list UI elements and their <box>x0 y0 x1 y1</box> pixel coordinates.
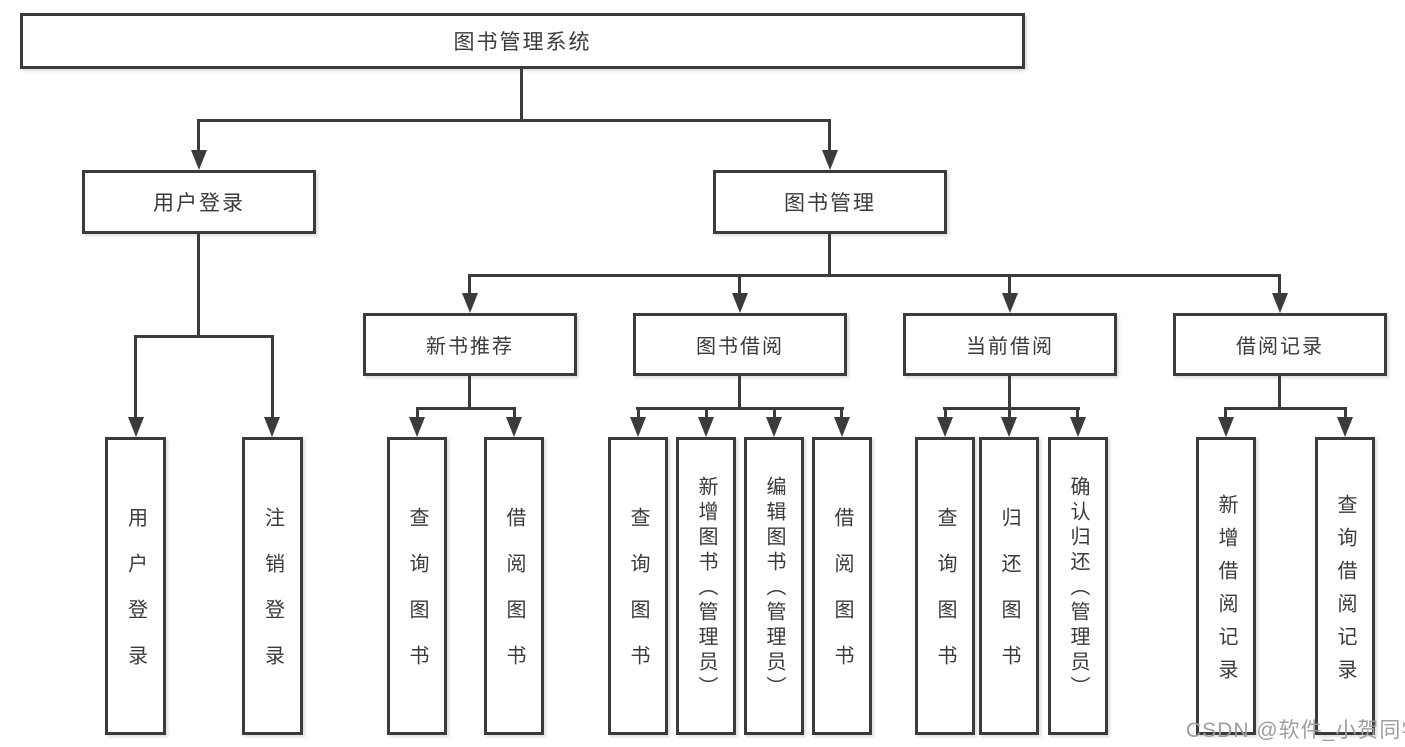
connector-nbr-stub <box>468 376 471 410</box>
leaf-bb-add-books-admin: 新增图书（管理员） <box>676 437 736 735</box>
leaf-bb-edit-books-admin: 编辑图书（管理员） <box>744 437 804 735</box>
node-book-management-label: 图书管理 <box>784 192 876 215</box>
leaf-nbr-borrow-books: 借阅图书 <box>484 437 544 735</box>
connector-user-login-stub <box>197 234 200 338</box>
connector-nbr-split <box>416 407 516 410</box>
connector-br-stub <box>1278 376 1281 410</box>
arrowhead-cb-confirm <box>1070 417 1086 437</box>
node-user-login-label: 用户登录 <box>153 192 245 215</box>
connector-root-split <box>197 119 831 122</box>
connector-to-cb-return <box>1008 407 1011 421</box>
node-book-management: 图书管理 <box>713 170 947 234</box>
connector-to-br-query <box>1344 407 1347 421</box>
connector-to-nbr-query <box>416 407 419 421</box>
connector-user-login-split <box>134 335 274 338</box>
connector-to-current-borrowing <box>1008 274 1011 299</box>
arrowhead-nbr-borrow <box>506 417 522 437</box>
leaf-bb-borrow-books-label: 借阅图书 <box>831 507 853 691</box>
connector-br-split <box>1224 407 1347 410</box>
node-root-label: 图书管理系统 <box>453 31 592 54</box>
leaf-bb-query-books: 查询图书 <box>608 437 668 735</box>
leaf-logout-label: 注销登录 <box>261 507 284 691</box>
connector-root-stub <box>520 69 523 122</box>
node-borrowing-records: 借阅记录 <box>1173 313 1387 376</box>
leaf-cb-query-books-label: 查询图书 <box>934 507 956 691</box>
arrowhead-nbr-query <box>409 417 425 437</box>
node-new-book-recommend: 新书推荐 <box>363 313 577 376</box>
leaf-cb-confirm-return-admin: 确认归还（管理员） <box>1048 437 1108 735</box>
leaf-cb-confirm-return-admin-label: 确认归还（管理员） <box>1067 476 1089 701</box>
arrowhead-bb-borrow <box>834 417 850 437</box>
arrowhead-cb-return <box>1001 417 1017 437</box>
leaf-nbr-borrow-books-label: 借阅图书 <box>503 507 525 691</box>
leaf-br-query-record-label: 查询借阅记录 <box>1334 493 1356 692</box>
connector-to-book-management <box>828 119 831 153</box>
arrowhead-book-borrowing <box>732 293 748 313</box>
arrowhead-bb-query <box>630 417 646 437</box>
connector-to-cb-confirm <box>1076 407 1079 421</box>
node-borrowing-records-label: 借阅记录 <box>1236 336 1324 358</box>
node-user-login: 用户登录 <box>82 170 316 234</box>
connector-cb-stub <box>1008 376 1011 410</box>
arrowhead-new-book-recommend <box>462 293 478 313</box>
arrowhead-bb-add <box>698 417 714 437</box>
connector-to-bb-query <box>637 407 640 421</box>
leaf-cb-query-books: 查询图书 <box>915 437 975 735</box>
node-book-borrowing: 图书借阅 <box>633 313 847 376</box>
connector-to-bb-edit <box>773 407 776 421</box>
node-new-book-recommend-label: 新书推荐 <box>426 336 514 358</box>
connector-to-bb-borrow <box>840 407 843 421</box>
connector-cb-split <box>943 407 1080 410</box>
connector-book-mgmt-stub <box>828 234 831 277</box>
arrowhead-leaf-logout <box>264 417 280 437</box>
leaf-user-login: 用户登录 <box>105 437 166 735</box>
connector-to-leaf-logout <box>271 335 274 419</box>
leaf-bb-edit-books-admin-label: 编辑图书（管理员） <box>763 476 785 701</box>
connector-to-user-login <box>197 119 200 153</box>
leaf-br-query-record: 查询借阅记录 <box>1315 437 1375 735</box>
node-current-borrowing-label: 当前借阅 <box>966 336 1054 358</box>
arrowhead-br-add <box>1218 417 1234 437</box>
connector-to-leaf-user-login <box>134 335 137 419</box>
arrowhead-cb-query <box>937 417 953 437</box>
arrowhead-user-login <box>191 150 207 170</box>
arrowhead-br-query <box>1337 417 1353 437</box>
connector-to-book-borrowing <box>738 274 741 299</box>
leaf-bb-add-books-admin-label: 新增图书（管理员） <box>695 476 717 701</box>
arrowhead-borrowing-records <box>1272 293 1288 313</box>
leaf-br-add-record: 新增借阅记录 <box>1196 437 1256 735</box>
leaf-user-login-label: 用户登录 <box>124 507 147 691</box>
connector-bb-split <box>636 407 844 410</box>
leaf-cb-return-books: 归还图书 <box>979 437 1039 735</box>
arrowhead-book-management <box>822 150 838 170</box>
connector-to-borrowing-records <box>1278 274 1281 299</box>
node-root: 图书管理系统 <box>20 13 1025 69</box>
arrowhead-leaf-user-login <box>128 417 144 437</box>
leaf-nbr-query-books-label: 查询图书 <box>406 507 428 691</box>
connector-to-bb-add <box>705 407 708 421</box>
leaf-bb-borrow-books: 借阅图书 <box>812 437 872 735</box>
node-book-borrowing-label: 图书借阅 <box>696 336 784 358</box>
leaf-cb-return-books-label: 归还图书 <box>998 507 1020 691</box>
connector-to-nbr-borrow <box>513 407 516 421</box>
connector-to-br-add <box>1224 407 1227 421</box>
leaf-bb-query-books-label: 查询图书 <box>627 507 649 691</box>
leaf-nbr-query-books: 查询图书 <box>387 437 447 735</box>
connector-book-mgmt-split <box>468 274 1281 277</box>
leaf-logout: 注销登录 <box>242 437 303 735</box>
leaf-br-add-record-label: 新增借阅记录 <box>1215 493 1237 692</box>
arrowhead-current-borrowing <box>1002 293 1018 313</box>
connector-bb-stub <box>738 376 741 410</box>
node-current-borrowing: 当前借阅 <box>903 313 1117 376</box>
csdn-watermark: CSDN @软件_小贺同学 <box>1186 719 1405 742</box>
connector-to-cb-query <box>944 407 947 421</box>
arrowhead-bb-edit <box>766 417 782 437</box>
connector-to-new-book-recommend <box>468 274 471 299</box>
